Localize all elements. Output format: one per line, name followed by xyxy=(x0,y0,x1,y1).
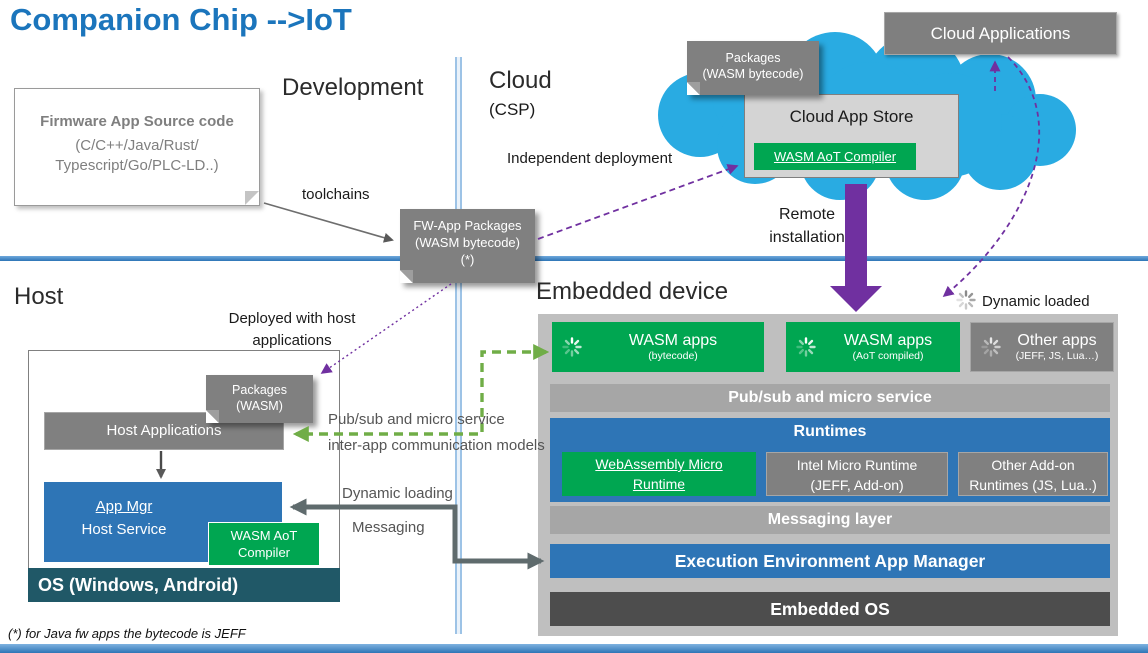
wasm-aot-compiler-store: WASM AoT Compiler xyxy=(754,143,916,170)
fw-note-line1: FW-App Packages xyxy=(413,218,522,233)
pubsub-service-bar: Pub/sub and micro service xyxy=(550,384,1110,412)
vertical-divider xyxy=(455,57,462,634)
wamr-line2: Runtime xyxy=(632,475,686,492)
wasm-apps-aot-label: WASM apps xyxy=(843,332,933,350)
section-label-host: Host xyxy=(14,283,64,310)
deployed-line2: applications xyxy=(252,331,332,349)
wasm-apps-sub: (bytecode) xyxy=(648,349,698,362)
intel-micro-runtime-box: Intel Micro Runtime (JEFF, Add-on) xyxy=(766,452,948,496)
dynamic-loaded-label: Dynamic loaded xyxy=(982,293,1090,310)
pkb-note-line1: Packages xyxy=(725,51,781,65)
pubsub-models-label: Pub/sub and micro service inter-app comm… xyxy=(328,407,545,458)
pkw-note-line2: (WASM) xyxy=(236,399,283,414)
host-os-bar: OS (Windows, Android) xyxy=(28,568,340,602)
section-label-csp: (CSP) xyxy=(489,100,536,119)
page-title: Companion Chip -->IoT xyxy=(10,2,352,37)
wasm-apps-aot-sub: (AoT compiled) xyxy=(852,349,924,362)
horizontal-divider xyxy=(0,256,1148,261)
wasm-aot-line1: WASM AoT xyxy=(230,528,298,543)
firmware-box-line3: Typescript/Go/PLC-LD..) xyxy=(55,157,219,175)
remote-line1: Remote xyxy=(778,206,836,223)
firmware-box-line2: (C/C++/Java/Rust/ xyxy=(75,137,199,154)
webassembly-micro-runtime-box: WebAssembly Micro Runtime xyxy=(562,452,756,496)
pubsub-models-line1: Pub/sub and micro service xyxy=(328,411,505,428)
cloud-app-store-title: Cloud App Store xyxy=(789,107,914,126)
pubsub-models-line2: inter-app communication models xyxy=(328,436,545,454)
intel-runtime-line2: (JEFF, Add-on) xyxy=(810,476,904,493)
host-service-label: Host Service xyxy=(81,521,167,539)
intel-runtime-line1: Intel Micro Runtime xyxy=(796,457,918,473)
toolchains-label: toolchains xyxy=(302,186,370,203)
pkw-note-line1: Packages xyxy=(232,383,287,397)
runtimes-title: Runtimes xyxy=(793,423,867,440)
cloud-applications-box: Cloud Applications xyxy=(884,12,1117,55)
packages-wasm-bytecode-note: Packages (WASM bytecode) xyxy=(687,41,819,95)
other-addon-runtimes-box: Other Add-on Runtimes (JS, Lua..) xyxy=(958,452,1108,496)
other-apps-label: Other apps xyxy=(1017,332,1097,350)
messaging-layer-bar: Messaging layer xyxy=(550,506,1110,534)
remote-line2: installation xyxy=(769,229,845,247)
firmware-box-title: Firmware App Source code xyxy=(40,113,234,130)
wasm-aot-line2: Compiler xyxy=(237,544,290,560)
dynamic-loading-label: Dynamic loading xyxy=(342,485,453,502)
footnote: (*) for Java fw apps the bytecode is JEF… xyxy=(8,626,246,641)
other-runtime-line2: Runtimes (JS, Lua..) xyxy=(969,476,1097,493)
execution-environment-bar: Execution Environment App Manager xyxy=(550,544,1110,578)
firmware-source-box: Firmware App Source code (C/C++/Java/Rus… xyxy=(14,88,260,206)
packages-wasm-note: Packages (WASM) xyxy=(206,375,313,423)
wasm-apps-label: WASM apps xyxy=(628,332,718,350)
spinner-icon xyxy=(562,337,582,357)
wamr-line1: WebAssembly Micro xyxy=(595,456,723,472)
wasm-apps-bytecode-box: WASM apps (bytecode) xyxy=(552,322,764,372)
fw-app-packages-note: FW-App Packages (WASM bytecode) (*) xyxy=(400,209,535,283)
wasm-aot-compiler-host: WASM AoT Compiler xyxy=(208,522,320,566)
fw-note-line3: (*) xyxy=(460,251,475,267)
messaging-label: Messaging xyxy=(352,519,425,536)
other-runtime-line1: Other Add-on xyxy=(991,457,1075,473)
other-apps-sub: (JEFF, JS, Lua…) xyxy=(1015,349,1099,362)
wasm-apps-aot-box: WASM apps (AoT compiled) xyxy=(786,322,960,372)
runtimes-bar: Runtimes WebAssembly Micro Runtime Intel… xyxy=(550,418,1110,502)
app-mgr-label: App Mgr xyxy=(95,498,153,515)
bottom-accent-bar xyxy=(0,644,1148,653)
remote-installation-label: Remote installation xyxy=(757,203,857,249)
section-label-cloud: Cloud xyxy=(489,67,552,94)
deployed-with-host-label: Deployed with host applications xyxy=(212,308,372,352)
spinner-icon xyxy=(956,290,976,310)
section-label-development: Development xyxy=(282,74,424,101)
spinner-icon xyxy=(981,337,1001,357)
pkb-note-line2: (WASM bytecode) xyxy=(702,67,804,82)
fw-note-line2: (WASM bytecode) xyxy=(415,234,520,250)
other-apps-box: Other apps (JEFF, JS, Lua…) xyxy=(970,322,1114,372)
embedded-os-bar: Embedded OS xyxy=(550,592,1110,626)
spinner-icon xyxy=(796,337,816,357)
independent-deployment-label: Independent deployment xyxy=(507,150,673,167)
deployed-line1: Deployed with host xyxy=(228,310,356,327)
section-label-embedded-device: Embedded device xyxy=(536,278,729,305)
